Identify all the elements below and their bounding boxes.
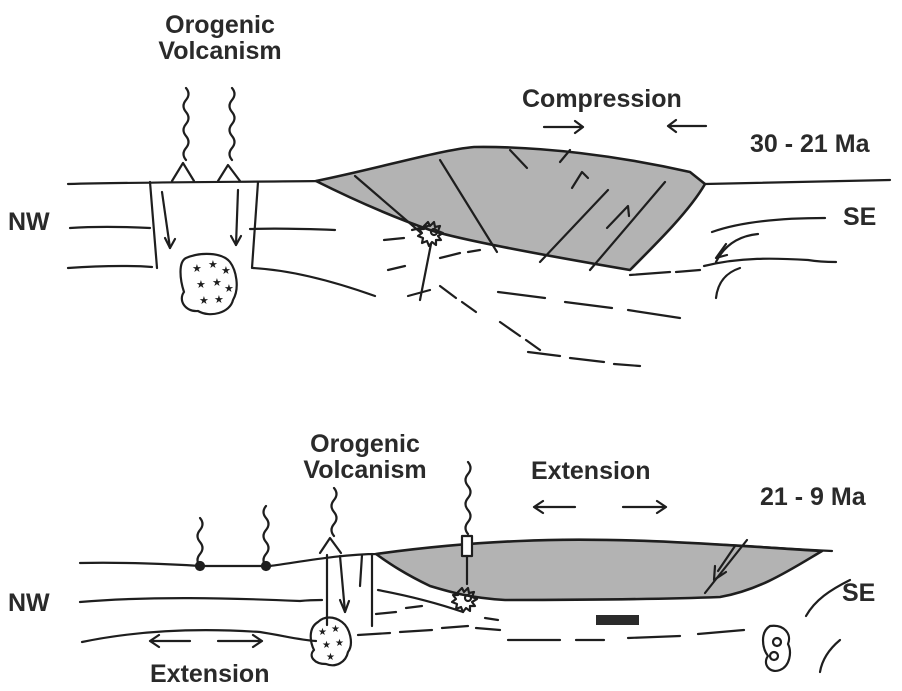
top-smoke-plume-1 (184, 88, 189, 160)
bottom-smoke-plume-3 (264, 506, 269, 566)
top-strata-left-1 (70, 227, 150, 228)
bottom-volcanism-line-1: Orogenic (286, 431, 444, 457)
svg-text:★: ★ (192, 262, 202, 275)
top-right-fold-2 (716, 268, 740, 298)
svg-text:★: ★ (326, 652, 335, 663)
svg-text:★: ★ (318, 627, 327, 638)
top-strata-left-1b (250, 229, 335, 230)
bottom-extension-arrow-left (534, 501, 575, 513)
top-dash-4 (498, 292, 680, 318)
bottom-smoke-plume-1 (332, 488, 337, 536)
top-regime-label: Compression (522, 86, 682, 112)
top-graben-right-fault (236, 190, 238, 245)
bottom-regime-label: Extension (531, 458, 650, 484)
top-dash-6 (528, 352, 640, 366)
bottom-smoke-plume-4 (466, 462, 471, 534)
bottom-right-magma-body (763, 626, 790, 671)
bottom-extension-arrow-right (623, 501, 666, 513)
top-graben-left-wall (150, 182, 157, 268)
top-right-strata-2 (704, 259, 836, 266)
top-volcanism-label: Orogenic Volcanism (140, 12, 300, 65)
top-compression-arrow-right (544, 121, 583, 133)
top-dash-5 (500, 322, 540, 350)
bottom-smoke-plume-2 (198, 518, 203, 566)
bottom-right-magma-bubble-2 (770, 652, 778, 660)
top-strata-left-2b (253, 268, 375, 296)
bottom-right-side-label: SE (842, 580, 875, 606)
svg-text:★: ★ (208, 258, 218, 271)
svg-text:★: ★ (221, 264, 231, 277)
top-right-strata-1 (712, 218, 825, 232)
top-dash-2 (388, 250, 480, 270)
top-dash-3 (408, 286, 476, 312)
top-left-side-label: NW (8, 209, 50, 235)
bottom-left-side-label: NW (8, 590, 50, 616)
top-volcano-cone-1 (172, 163, 194, 181)
top-volcanism-line-2: Volcanism (140, 38, 300, 64)
svg-text:★: ★ (214, 293, 224, 306)
top-dash-7 (630, 270, 700, 275)
bottom-vent-dot-1 (196, 562, 204, 570)
svg-text:★: ★ (224, 282, 234, 295)
bottom-dark-bar (596, 615, 639, 625)
top-volcanism-line-1: Orogenic (140, 12, 300, 38)
top-volcano-cone-2 (218, 165, 240, 181)
top-strata-left-2 (68, 266, 152, 268)
bottom-graben-fault-2 (360, 555, 362, 586)
top-smoke-plume-2 (230, 88, 235, 160)
bottom-dash-1 (358, 626, 500, 635)
top-right-side-label: SE (843, 204, 876, 230)
svg-text:★: ★ (331, 624, 340, 635)
bottom-magma-stars: ★★ ★★ ★ (318, 624, 344, 663)
top-age-label: 30 - 21 Ma (750, 131, 870, 157)
svg-text:★: ★ (199, 294, 209, 307)
bottom-panel-cross-section: ★★ ★★ ★ (80, 462, 850, 672)
bottom-dash-3 (376, 606, 422, 614)
top-graben-right-wall (252, 182, 258, 268)
bottom-strata-left-1 (80, 598, 322, 602)
svg-text:★: ★ (322, 640, 331, 651)
bottom-basin-fill (376, 540, 822, 600)
bottom-vent-dot-2 (262, 562, 270, 570)
bottom-strata-left-2 (82, 630, 316, 642)
top-right-fold-arrow (716, 244, 727, 258)
bottom-strata-mid (378, 590, 463, 612)
bottom-right-fold-2 (820, 640, 840, 672)
top-basin-fill (316, 147, 705, 270)
svg-text:★: ★ (196, 278, 206, 291)
bottom-volcanism-label: Orogenic Volcanism (286, 431, 444, 484)
top-compression-arrow-left (668, 120, 706, 132)
bottom-extension-arrow-right-2 (218, 635, 262, 647)
bottom-right-magma-bubble-1 (773, 638, 781, 646)
bottom-volcanism-line-2: Volcanism (286, 457, 444, 483)
bottom-volcano-cone (320, 538, 341, 553)
svg-text:★: ★ (335, 638, 344, 649)
svg-text:★: ★ (212, 276, 222, 289)
bottom-extension-label: Extension (150, 661, 269, 687)
bottom-extension-arrow-left-2 (150, 635, 190, 647)
bottom-age-label: 21 - 9 Ma (760, 484, 866, 510)
top-magma-stars: ★★★ ★★★ ★★ (192, 258, 234, 307)
bottom-dike (462, 536, 472, 556)
